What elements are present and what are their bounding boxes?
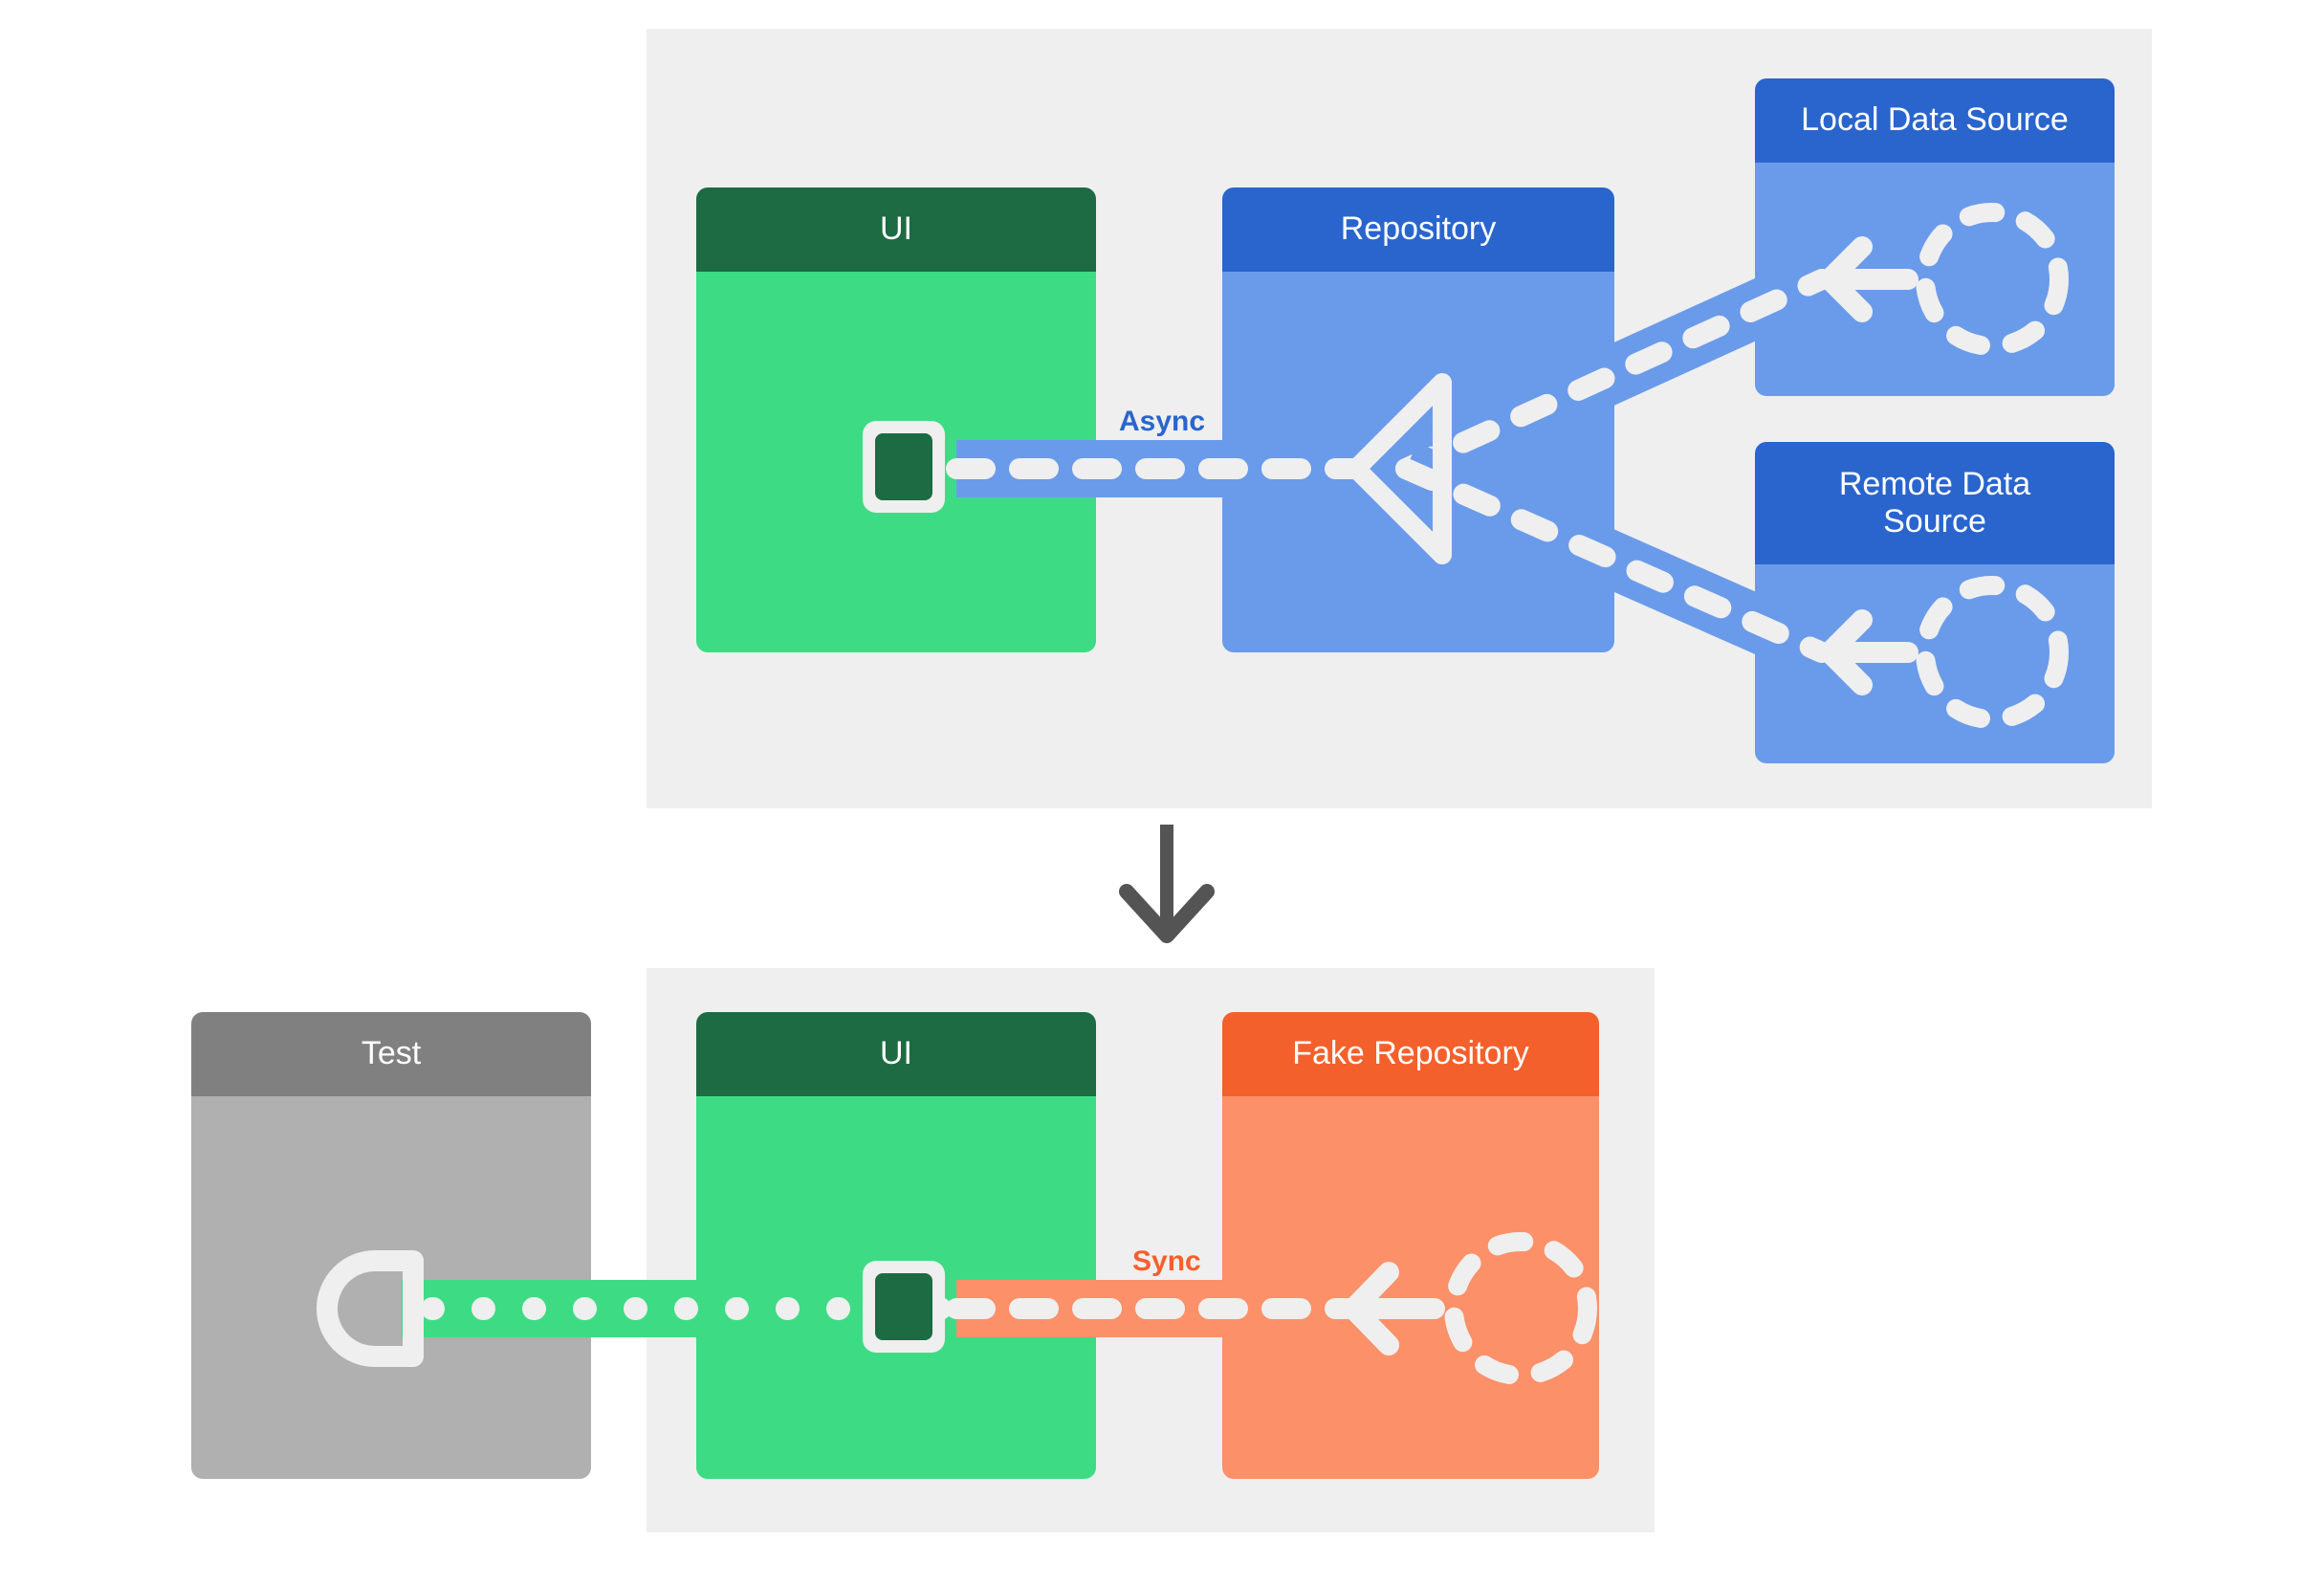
edge-label-sync: Sync (1132, 1245, 1201, 1277)
node-fake-repository-title: Fake Repository (1292, 1035, 1529, 1072)
node-ui-production-title: UI (880, 210, 912, 248)
node-test-harness[interactable]: Test (191, 1012, 591, 1479)
node-ui-test-title: UI (880, 1035, 912, 1072)
node-ui-test-header: UI (696, 1012, 1096, 1096)
node-remote-data-source-title: Remote Data Source (1838, 465, 2031, 540)
node-local-data-source-title: Local Data Source (1801, 101, 2069, 139)
node-fake-repository-body (1222, 1096, 1599, 1479)
node-remote-data-source[interactable]: Remote Data Source (1755, 442, 2115, 763)
node-repository[interactable]: Repository (1222, 187, 1614, 652)
node-repository-body (1222, 272, 1614, 652)
square-port-icon-test (863, 1261, 945, 1353)
node-repository-header: Repository (1222, 187, 1614, 272)
node-fake-repository-header: Fake Repository (1222, 1012, 1599, 1096)
node-test-harness-header: Test (191, 1012, 591, 1096)
node-local-data-source[interactable]: Local Data Source (1755, 78, 2115, 396)
node-test-harness-body (191, 1096, 591, 1479)
node-test-harness-title: Test (361, 1035, 422, 1072)
node-local-data-source-header: Local Data Source (1755, 78, 2115, 163)
edge-label-async: Async (1119, 406, 1206, 437)
node-repository-title: Repository (1340, 210, 1497, 248)
node-fake-repository[interactable]: Fake Repository (1222, 1012, 1599, 1479)
node-remote-data-source-header: Remote Data Source (1755, 442, 2115, 564)
node-ui-test[interactable]: UI (696, 1012, 1096, 1479)
node-ui-production[interactable]: UI (696, 187, 1096, 652)
arrow-down-icon (1119, 825, 1215, 943)
node-ui-production-header: UI (696, 187, 1096, 272)
node-remote-data-source-body (1755, 564, 2115, 763)
square-port-icon-production (863, 421, 945, 513)
node-local-data-source-body (1755, 163, 2115, 396)
